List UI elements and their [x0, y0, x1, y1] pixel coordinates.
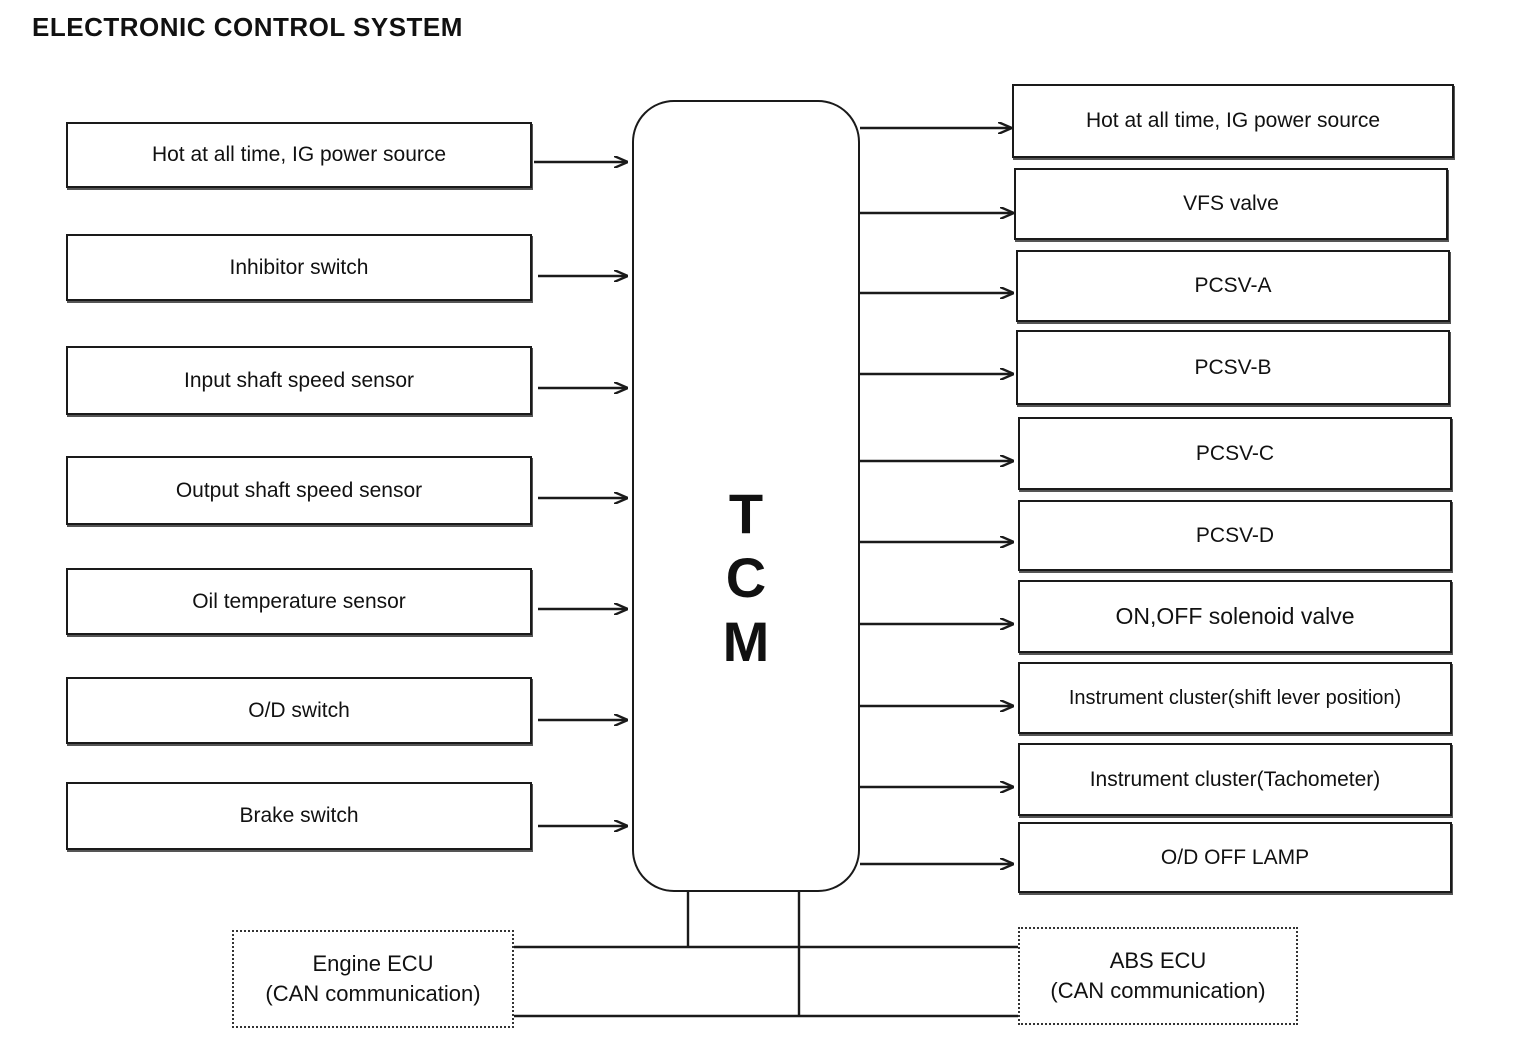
output-box-pcsv-a: PCSV-A: [1016, 250, 1450, 322]
output-box-on-off-solenoid-valve: ON,OFF solenoid valve: [1018, 580, 1452, 653]
output-box-pcsv-d: PCSV-D: [1018, 500, 1452, 571]
input-label: Hot at all time, IG power source: [151, 143, 447, 166]
input-box-oil-temperature-sensor: Oil temperature sensor: [66, 568, 532, 635]
abs-ecu-box: ABS ECU (CAN communication): [1018, 927, 1298, 1025]
output-label: O/D OFF LAMP: [1160, 845, 1310, 869]
tcm-block: TCM: [632, 100, 860, 892]
input-label: Inhibitor switch: [229, 255, 369, 279]
tcm-label: TCM: [722, 482, 770, 673]
input-label: Brake switch: [239, 804, 359, 827]
output-label: VFS valve: [1183, 192, 1279, 215]
output-label: PCSV-A: [1194, 274, 1272, 297]
output-box-pcsv-c: PCSV-C: [1018, 417, 1452, 490]
input-box-power-source: Hot at all time, IG power source: [66, 122, 532, 188]
input-label: Input shaft speed sensor: [184, 368, 414, 392]
input-box-inhibitor-switch: Inhibitor switch: [66, 234, 532, 301]
output-box-instrument-cluster-shift-lever: Instrument cluster(shift lever position): [1018, 662, 1452, 734]
input-label: Oil temperature sensor: [192, 589, 406, 613]
engine-ecu-label: Engine ECU: [312, 951, 434, 976]
input-box-od-switch: O/D switch: [66, 677, 532, 744]
output-box-power-source: Hot at all time, IG power source: [1012, 84, 1454, 158]
input-box-input-shaft-speed-sensor: Input shaft speed sensor: [66, 346, 532, 415]
output-box-vfs-valve: VFS valve: [1014, 168, 1448, 240]
input-box-output-shaft-speed-sensor: Output shaft speed sensor: [66, 456, 532, 525]
output-box-od-off-lamp: O/D OFF LAMP: [1018, 822, 1452, 893]
output-box-instrument-cluster-tachometer: Instrument cluster(Tachometer): [1018, 743, 1452, 816]
input-label: Output shaft speed sensor: [175, 478, 423, 502]
abs-ecu-protocol: (CAN communication): [1050, 978, 1266, 1003]
output-label: Instrument cluster(Tachometer): [1089, 767, 1381, 791]
output-label: PCSV-D: [1195, 523, 1275, 547]
engine-ecu-protocol: (CAN communication): [265, 981, 481, 1006]
output-label: Instrument cluster(shift lever position): [1068, 686, 1402, 709]
output-label: ON,OFF solenoid valve: [1115, 603, 1355, 629]
engine-ecu-box: Engine ECU (CAN communication): [232, 930, 514, 1028]
diagram-title: ELECTRONIC CONTROL SYSTEM: [32, 12, 463, 42]
output-label: PCSV-B: [1194, 355, 1272, 379]
output-label: PCSV-C: [1195, 441, 1275, 465]
output-box-pcsv-b: PCSV-B: [1016, 330, 1450, 405]
output-label: Hot at all time, IG power source: [1085, 109, 1381, 132]
input-label: O/D switch: [248, 698, 350, 722]
abs-ecu-label: ABS ECU: [1109, 948, 1207, 973]
input-box-brake-switch: Brake switch: [66, 782, 532, 850]
